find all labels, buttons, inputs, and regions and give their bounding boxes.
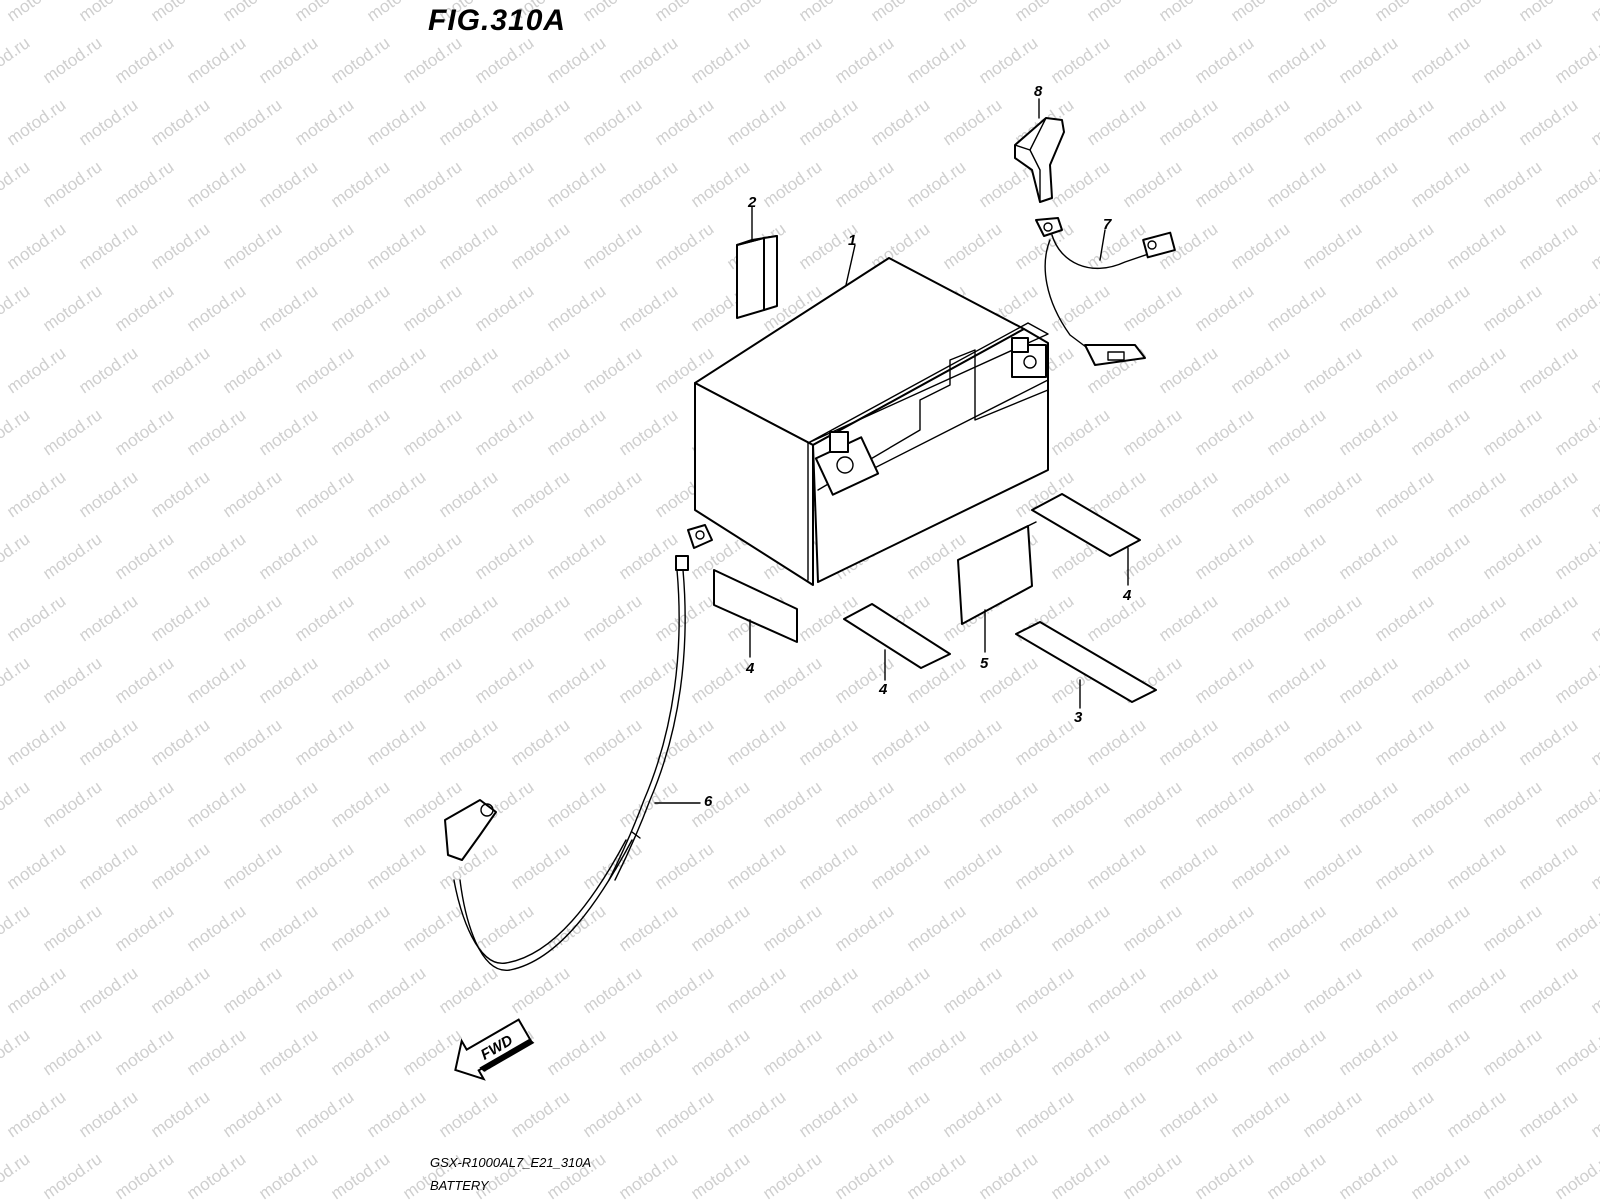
callout-4-right: 4 [1122, 587, 1132, 604]
part-3-strip[interactable] [1015, 621, 1157, 703]
callout-3: 3 [1074, 709, 1083, 726]
callout-1: 1 [848, 232, 856, 249]
part-4-pad-left[interactable] [713, 569, 798, 643]
part-7-lead-wire[interactable] [1035, 217, 1176, 366]
callout-4-left: 4 [745, 660, 755, 677]
callout-7: 7 [1103, 216, 1112, 233]
fwd-arrow-icon: FWD [454, 1018, 535, 1081]
figure-title: FIG.310A [428, 4, 567, 37]
part-6-cable[interactable] [444, 524, 713, 971]
part-4-pad-middle[interactable] [843, 603, 951, 669]
callout-5: 5 [980, 655, 989, 672]
part-1-battery[interactable] [694, 257, 1049, 586]
section-name: BATTERY [430, 1178, 489, 1193]
callout-2: 2 [747, 194, 757, 211]
part-4-pad-right[interactable] [1031, 493, 1141, 557]
leader-1 [845, 244, 856, 286]
part-8-cap[interactable] [1014, 117, 1065, 203]
part-2-pad[interactable] [736, 235, 778, 319]
model-code: GSX-R1000AL7_E21_310A [430, 1155, 592, 1170]
callout-4-middle: 4 [878, 681, 888, 698]
callout-8: 8 [1034, 83, 1043, 100]
part-5-pad[interactable] [957, 521, 1037, 625]
callout-6: 6 [704, 793, 713, 810]
leader-7 [1099, 229, 1106, 261]
